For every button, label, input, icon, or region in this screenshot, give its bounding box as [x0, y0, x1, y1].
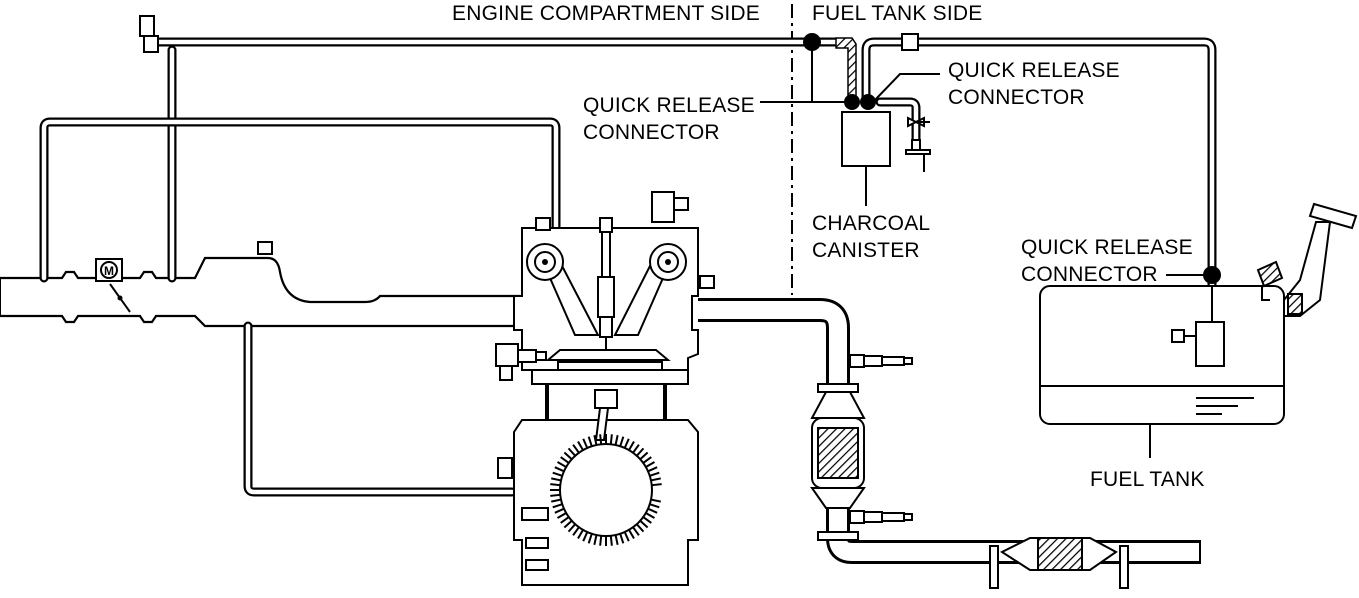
exhaust-system [698, 298, 1201, 589]
motor-icon [100, 261, 118, 279]
crank-wheel-tooth [636, 523, 645, 533]
crank-wheel-tooth [642, 516, 652, 524]
fuel-tank-label: FUEL TANK [1090, 468, 1205, 491]
crank-wheel-tooth [560, 516, 570, 524]
crank-wheel-tooth [587, 436, 593, 447]
crank-wheel-tooth [628, 529, 635, 539]
crank-wheel-tooth [551, 498, 562, 503]
canister-vent-valve [905, 116, 931, 172]
crank-wheel-tooth [560, 456, 570, 464]
crank-wheel-tooth [651, 483, 662, 487]
quick-release-connector-canister-right [860, 94, 876, 110]
crank-wheel-tooth [628, 441, 635, 451]
quick-release-connector-tank-label-line1: QUICK RELEASE [1021, 236, 1193, 259]
crank-wheel-tooth [582, 438, 589, 449]
charcoal-canister [841, 111, 891, 167]
crank-wheel-tooth [645, 461, 655, 468]
crank-wheel-tooth [557, 461, 567, 468]
charcoal-canister-label-line2: CANISTER [812, 239, 920, 262]
leader-lines [760, 42, 1212, 458]
crank-wheel-tooth [632, 444, 640, 454]
crank-wheel-tooth [619, 533, 625, 544]
crank-wheel-tooth [614, 534, 619, 545]
crank-wheel-tooth [647, 507, 658, 514]
crank-wheel-tooth [563, 520, 573, 529]
crank-wheel-tooth [567, 523, 576, 533]
crank-wheel-tooth [572, 526, 580, 536]
crank-wheel-tooth [639, 451, 649, 460]
fuel-filler-neck [1256, 202, 1358, 317]
crank-wheel-tooth [567, 447, 576, 457]
crank-wheel-tooth [557, 512, 567, 519]
crank-wheel-tooth [599, 535, 603, 546]
crank-wheel-tooth [577, 441, 584, 451]
crank-wheel-tooth [623, 531, 630, 542]
crank-wheel-tooth [577, 529, 584, 539]
quick-release-connector-right-label-line2: CONNECTOR [948, 86, 1085, 109]
crank-wheel-tooth [636, 447, 645, 457]
motor-symbol-label: M [104, 264, 114, 278]
crank-wheel-tooth [582, 531, 589, 542]
fuel-tank [1039, 285, 1285, 425]
quick-release-connector-right-label-line1: QUICK RELEASE [948, 59, 1120, 82]
crank-wheel-tooth [623, 438, 630, 449]
crank-wheel-tooth [563, 451, 573, 460]
quick-release-connector-left-label-line1: QUICK RELEASE [583, 94, 755, 117]
engine-compartment-side-label: ENGINE COMPARTMENT SIDE [452, 2, 760, 25]
crank-wheel-tooth [550, 493, 561, 497]
crank-wheel-tooth [614, 435, 619, 446]
crank-wheel-tooth [647, 466, 658, 473]
crank-wheel-tooth [572, 444, 580, 454]
crank-wheel-tooth [642, 456, 652, 464]
crank-wheel-tooth [632, 526, 640, 536]
crank-wheel-tooth [599, 434, 603, 445]
crank-wheel-tooth [551, 477, 562, 482]
crank-wheel-tooth [649, 471, 660, 477]
purge-lines [39, 37, 857, 497]
crank-wheel-tooth [593, 534, 598, 545]
fuel-tank-side-label: FUEL TANK SIDE [812, 2, 983, 25]
engine-block [495, 191, 715, 586]
crank-wheel-tooth [619, 436, 625, 447]
crank-wheel-tooth [609, 535, 613, 546]
crank-wheel-tooth [609, 434, 613, 445]
quick-release-connector-left-label-line2: CONNECTOR [583, 121, 720, 144]
crank-wheel-tooth [552, 471, 563, 477]
crank-wheel-tooth [552, 503, 563, 509]
crank-wheel-tooth [587, 533, 593, 544]
crank-wheel-tooth [550, 483, 561, 487]
crank-wheel-tooth [554, 507, 565, 514]
intake-duct: M [0, 241, 520, 328]
crank-wheel-tooth [639, 520, 649, 529]
crank-wheel-tooth [645, 512, 655, 519]
charcoal-canister-label-line1: CHARCOAL [812, 212, 931, 235]
purge-solenoid-valve [139, 15, 159, 53]
quick-release-connector-tank-label-line2: CONNECTOR [1021, 263, 1158, 286]
crank-wheel-tooth [593, 435, 598, 446]
crank-wheel-tooth [554, 466, 565, 473]
crank-wheel-tooth [650, 498, 661, 503]
fuel-tank-lines [861, 33, 1217, 290]
crank-wheel-tooth [649, 503, 660, 509]
crank-wheel-tooth [650, 477, 661, 482]
